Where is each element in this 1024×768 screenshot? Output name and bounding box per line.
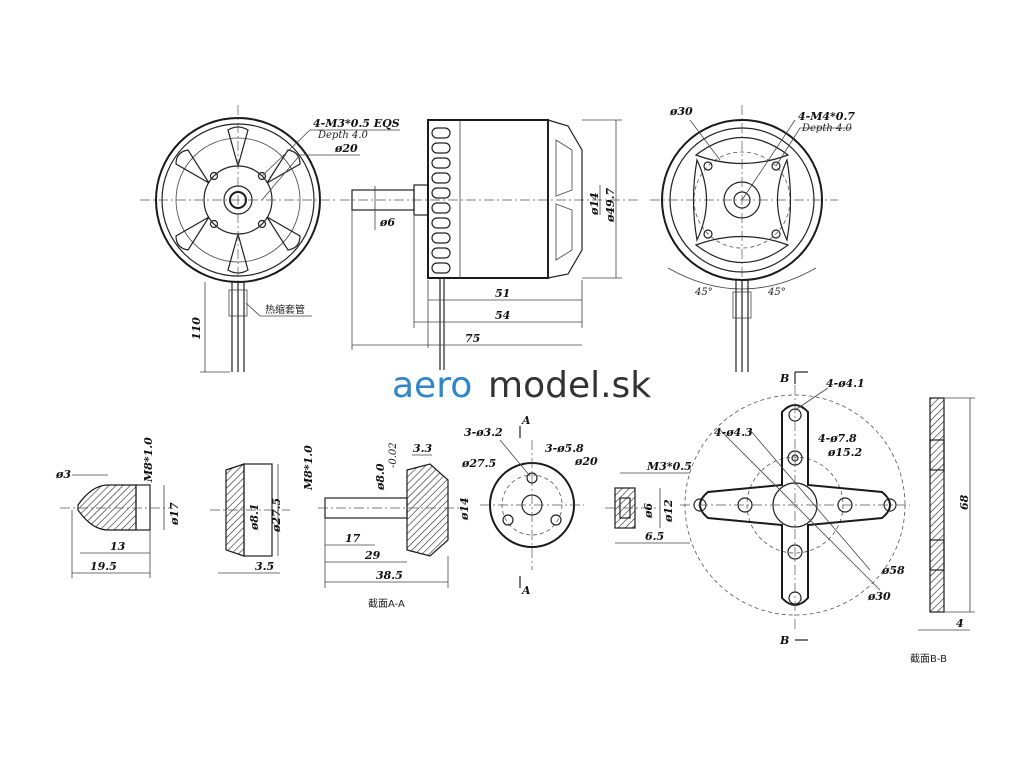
screw-dia12-label: ø12 — [662, 499, 675, 523]
spinner-tip-label: ø3 — [55, 468, 71, 481]
length-51-label: 51 — [495, 287, 510, 300]
adapter-tol-label: -0.02 — [388, 442, 399, 468]
section-aa-label: 截面A-A — [368, 597, 405, 610]
lead-length-label: 110 — [190, 317, 203, 340]
back-view: 4-M4*0.7 Depth 4.0 ø30 45° 45° — [650, 105, 855, 372]
hub-dia275-label: ø27.5 — [461, 457, 496, 470]
heat-shrink-label: 热缩套管 — [265, 303, 305, 316]
angle-right-label: 45° — [767, 287, 786, 298]
front-view: 4-M3*0.5 EQS Depth 4.0 ø20 热缩套管 110 — [140, 105, 400, 373]
back-depth-label: Depth 4.0 — [801, 123, 853, 134]
length-75-label: 75 — [465, 332, 480, 345]
section-dim4-label: 4 — [956, 617, 964, 630]
screw-drawing: M3*0.5 ø6 ø12 6.5 — [605, 460, 692, 544]
hub-holes-label: 3-ø3.2 — [464, 426, 503, 439]
adapter-len29-label: 29 — [364, 549, 381, 562]
side-dia49-label: ø49.7 — [604, 188, 617, 223]
side-view: ø14 ø49.7 ø6 51 54 75 — [340, 119, 640, 370]
angle-left-label: 45° — [694, 287, 713, 298]
collet-dia81-label: ø8.1 — [248, 504, 261, 531]
collet-dia275-label: ø27.5 — [270, 498, 283, 533]
collet-drawing: ø8.1 ø27.5 3.5 — [210, 463, 290, 574]
x-mount-drawing: 4-ø4.1 4-ø4.3 4-ø7.8 ø15.2 ø58 ø30 B B — [680, 371, 910, 647]
mount-h78-label: 4-ø7.8 — [818, 432, 857, 445]
logo-model: model.sk — [488, 365, 651, 406]
back-dia30-label: ø30 — [669, 105, 693, 118]
hub-dia20-label: ø20 — [574, 455, 598, 468]
mount-mark-b: B — [779, 372, 789, 385]
adapter-dia14-label: ø14 — [458, 497, 471, 521]
spinner-thread-label: M8*1.0 — [142, 437, 155, 483]
spinner-len13-label: 13 — [110, 540, 126, 553]
mount-h43-label: 4-ø4.3 — [714, 426, 753, 439]
spinner-nut-drawing: ø3 M8*1.0 ø17 13 19.5 — [55, 437, 181, 578]
front-depth-label: Depth 4.0 — [317, 130, 369, 141]
spinner-dia17-label: ø17 — [168, 502, 181, 526]
mount-mark-b2: B — [779, 634, 789, 647]
mount-dia152-label: ø15.2 — [827, 446, 862, 459]
screw-len65-label: 6.5 — [645, 530, 664, 543]
shaft-dia-label: ø6 — [379, 216, 395, 229]
side-dia14-label: ø14 — [588, 192, 601, 216]
adapter-len17-label: 17 — [345, 532, 361, 545]
length-54-label: 54 — [495, 309, 510, 322]
hub-holes2-label: 3-ø5.8 — [545, 442, 584, 455]
mount-dia30-label: ø30 — [867, 590, 891, 603]
hub-mark-a: A — [521, 414, 531, 427]
front-dia20-label: ø20 — [334, 142, 358, 155]
front-thread-label: 4-M3*0.5 EQS — [313, 117, 400, 130]
mount-h41-label: 4-ø4.1 — [826, 377, 865, 390]
screw-thread-label: M3*0.5 — [646, 460, 692, 473]
adapter-len385-label: 38.5 — [376, 569, 403, 582]
spinner-len19-label: 19.5 — [90, 560, 117, 573]
collet-len35-label: 3.5 — [255, 560, 274, 573]
prop-hub-drawing: A A 3-ø3.2 3-ø5.8 ø20 ø27.5 — [461, 414, 598, 597]
back-thread-label: 4-M4*0.7 — [798, 110, 855, 123]
logo-aero: aero — [392, 365, 472, 406]
hub-mark-a2: A — [521, 584, 531, 597]
section-dim68-label: 68 — [958, 494, 971, 510]
adapter-dia8-label: ø8.0 — [374, 463, 387, 491]
mount-dia58-label: ø58 — [881, 564, 905, 577]
mount-section-drawing: 68 4 截面B-B — [910, 397, 975, 665]
adapter-len33-label: 3.3 — [413, 442, 432, 455]
screw-dia6-label: ø6 — [642, 503, 655, 519]
aeromodel-logo: aero model.sk — [392, 365, 651, 406]
section-bb-label: 截面B-B — [910, 652, 947, 665]
adapter-thread-label: M8*1.0 — [302, 445, 315, 491]
adapter-drawing: M8*1.0 ø8.0 -0.02 3.3 ø14 17 29 38.5 截面A… — [302, 442, 471, 610]
